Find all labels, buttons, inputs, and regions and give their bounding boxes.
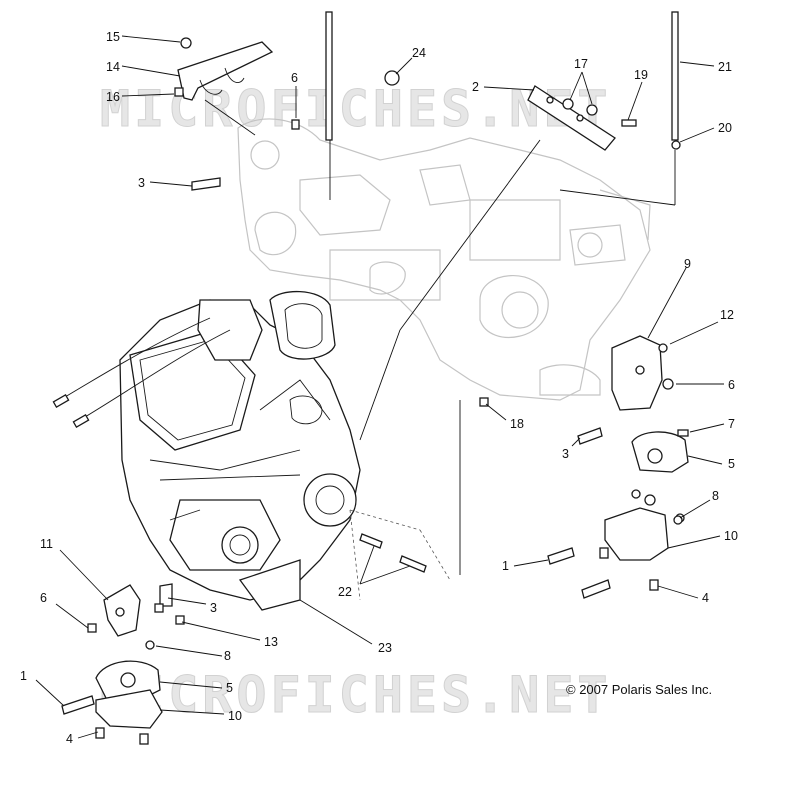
callout-24: 24: [412, 46, 426, 60]
callout-1-left: 1: [20, 669, 27, 683]
callout-19: 19: [634, 68, 648, 82]
callout-1-right: 1: [502, 559, 509, 573]
callout-3-top: 3: [138, 176, 145, 190]
callout-7: 7: [728, 417, 735, 431]
mount-assembly-left: [95, 584, 163, 729]
bracket-14: [177, 41, 274, 136]
callout-6-right: 6: [728, 378, 735, 392]
callout-22: 22: [338, 585, 352, 599]
callout-21: 21: [718, 60, 732, 74]
callout-2: 2: [472, 80, 479, 94]
callout-20: 20: [718, 121, 732, 135]
callout-4-left: 4: [66, 732, 73, 746]
rods: [325, 11, 679, 206]
callout-labels: 15 14 16 6 3 24 2 17 19 21 20 9 12 6 18 …: [20, 30, 738, 746]
callout-15: 15: [106, 30, 120, 44]
callout-5-right: 5: [728, 457, 735, 471]
callout-14: 14: [106, 60, 120, 74]
fasteners: [61, 37, 689, 745]
callout-9: 9: [684, 257, 691, 271]
watermark-bottom: MICROFICHES.NET: [100, 666, 612, 724]
transmission-ghost: [237, 118, 651, 401]
bracket-2: [527, 85, 616, 151]
long-bolt-21: [671, 11, 679, 141]
callout-6-top: 6: [291, 71, 298, 85]
callout-8-right: 8: [712, 489, 719, 503]
callout-16: 16: [106, 90, 120, 104]
left-long-bolt: [325, 11, 333, 141]
callout-3-left: 3: [210, 601, 217, 615]
assembly-lines: [329, 139, 541, 601]
callout-11: 11: [40, 537, 53, 551]
engine: [119, 290, 361, 611]
callout-8-left: 8: [224, 649, 231, 663]
callout-10-right: 10: [724, 529, 738, 543]
callout-5-left: 5: [226, 681, 233, 695]
callout-6-left: 6: [40, 591, 47, 605]
callout-10-left: 10: [228, 709, 242, 723]
callout-3-right: 3: [562, 447, 569, 461]
copyright-notice: © 2007 Polaris Sales Inc.: [566, 682, 712, 697]
callout-12: 12: [720, 308, 734, 322]
callout-18: 18: [510, 417, 524, 431]
cables: [52, 317, 231, 428]
callout-23: 23: [378, 641, 392, 655]
callout-17: 17: [574, 57, 588, 71]
mount-assembly-right: [604, 335, 689, 561]
callout-13: 13: [264, 635, 278, 649]
callout-4-right: 4: [702, 591, 709, 605]
leader-lines: [35, 35, 725, 739]
